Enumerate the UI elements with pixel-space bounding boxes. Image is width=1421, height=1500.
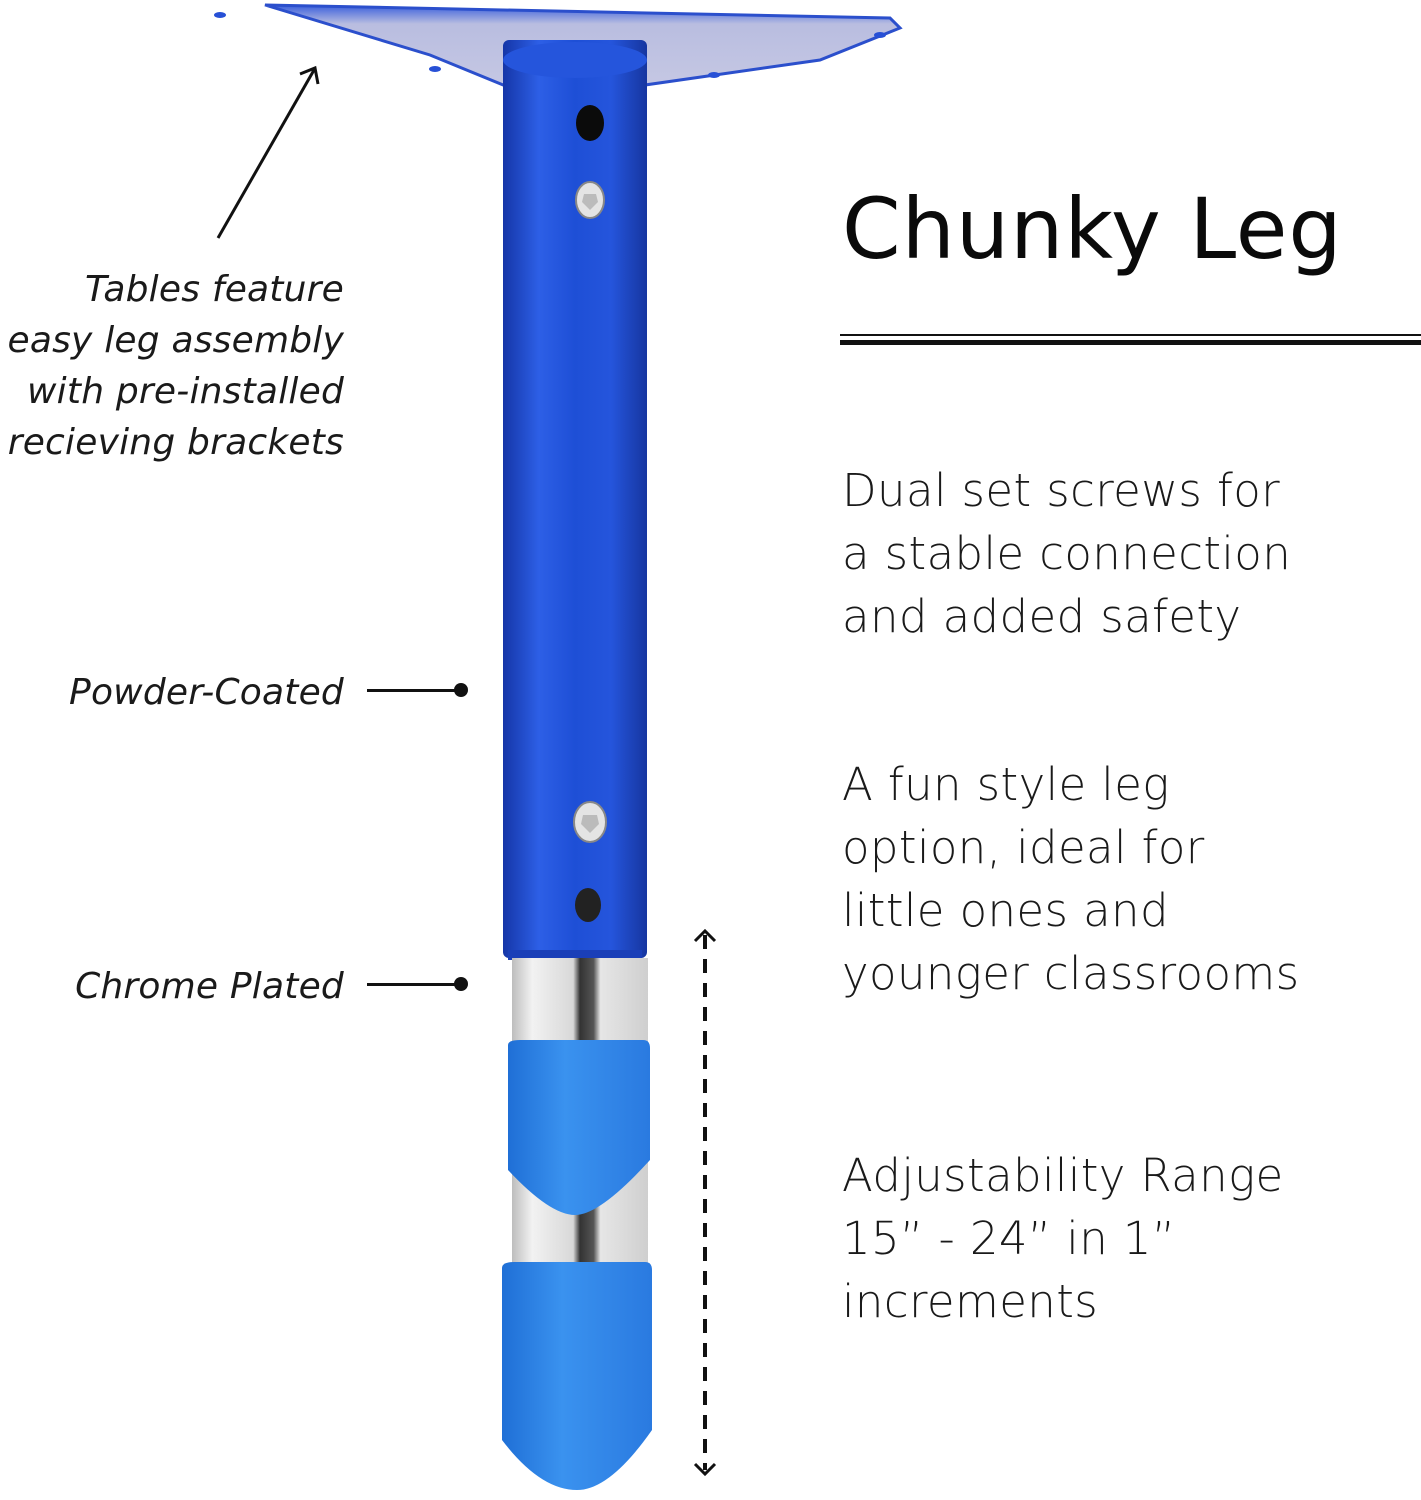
feature-line: option, ideal for [842,821,1205,874]
feature-line: 15” - 24” in 1” increments [842,1212,1176,1328]
feature-fun-style: A fun style leg option, ideal for little… [842,753,1299,1005]
arrow-up-right-icon [216,65,320,239]
powder-coated-label: Powder-Coated [69,672,344,713]
feature-set-screws: Dual set screws for a stable connection … [842,459,1291,648]
chrome-plated-leader [367,983,459,986]
feature-line: younger classrooms [842,947,1300,1000]
feature-line: Adjustability Range [842,1149,1284,1202]
assembly-callout: Tables feature easy leg assembly with pr… [0,264,344,468]
title-divider-thick [840,340,1421,345]
leader-dot-icon [454,683,468,697]
feature-line: and added safety [842,590,1242,643]
leader-dot-icon [454,977,468,991]
double-arrow-vertical-icon [693,928,717,1477]
feature-line: a stable connection [842,527,1292,580]
feature-adjustability: Adjustability Range 15” - 24” in 1” incr… [842,1144,1421,1333]
callout-line: with pre-installed [27,371,344,412]
powder-coated-leader [367,689,459,692]
callout-line: Tables feature [84,269,344,310]
feature-line: Dual set screws for [842,464,1281,517]
chrome-plated-label: Chrome Plated [75,966,344,1007]
page-title: Chunky Leg [842,180,1343,278]
title-divider [840,334,1421,336]
feature-line: A fun style leg [842,758,1170,811]
callout-line: easy leg assembly [7,320,344,361]
feature-line: little ones and [842,884,1169,937]
callout-line: recieving brackets [7,422,344,463]
